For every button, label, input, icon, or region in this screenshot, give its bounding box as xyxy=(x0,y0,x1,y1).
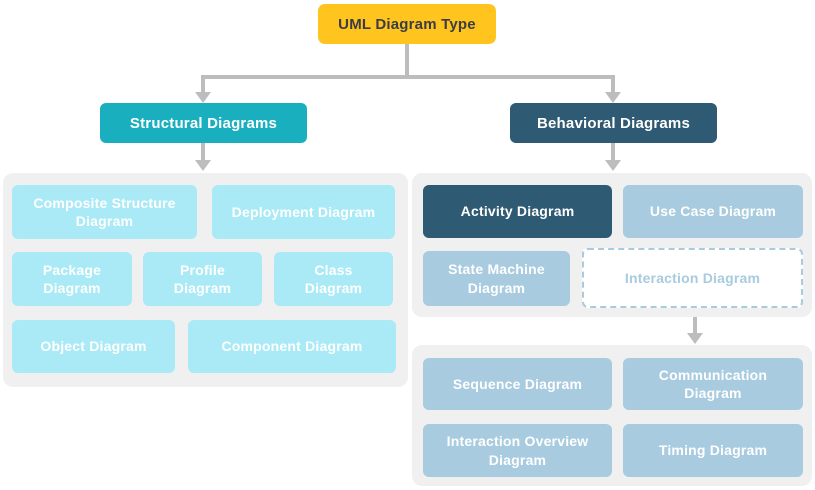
node-interaction-diagram[interactable]: Interaction Diagram xyxy=(582,248,803,308)
node-package-diagram[interactable]: Package Diagram xyxy=(12,252,132,306)
structural-diagrams-group: Composite Structure Diagram Deployment D… xyxy=(3,173,408,387)
node-communication-diagram[interactable]: Communication Diagram xyxy=(623,358,803,410)
node-state-machine-diagram[interactable]: State Machine Diagram xyxy=(423,251,570,306)
node-deployment-diagram[interactable]: Deployment Diagram xyxy=(212,185,395,239)
node-profile-diagram[interactable]: Profile Diagram xyxy=(143,252,262,306)
arrowhead-behavioral-group xyxy=(605,160,621,171)
arrowhead-behavioral xyxy=(605,92,621,103)
node-composite-structure-diagram[interactable]: Composite Structure Diagram xyxy=(12,185,197,239)
node-uml-diagram-type[interactable]: UML Diagram Type xyxy=(318,4,496,44)
node-behavioral-diagrams[interactable]: Behavioral Diagrams xyxy=(510,103,717,143)
node-use-case-diagram[interactable]: Use Case Diagram xyxy=(623,185,803,238)
node-interaction-overview-diagram[interactable]: Interaction Overview Diagram xyxy=(423,424,612,477)
node-object-diagram[interactable]: Object Diagram xyxy=(12,320,175,373)
node-class-diagram[interactable]: Class Diagram xyxy=(274,252,393,306)
node-timing-diagram[interactable]: Timing Diagram xyxy=(623,424,803,477)
arrowhead-structural-group xyxy=(195,160,211,171)
node-activity-diagram[interactable]: Activity Diagram xyxy=(423,185,612,238)
interaction-diagrams-group: Sequence Diagram Communication Diagram I… xyxy=(412,345,812,486)
node-component-diagram[interactable]: Component Diagram xyxy=(188,320,396,373)
behavioral-diagrams-group: Activity Diagram Use Case Diagram State … xyxy=(412,173,812,317)
arrowhead-structural xyxy=(195,92,211,103)
node-structural-diagrams[interactable]: Structural Diagrams xyxy=(100,103,307,143)
arrowhead-interaction-children xyxy=(687,333,703,344)
node-sequence-diagram[interactable]: Sequence Diagram xyxy=(423,358,612,410)
